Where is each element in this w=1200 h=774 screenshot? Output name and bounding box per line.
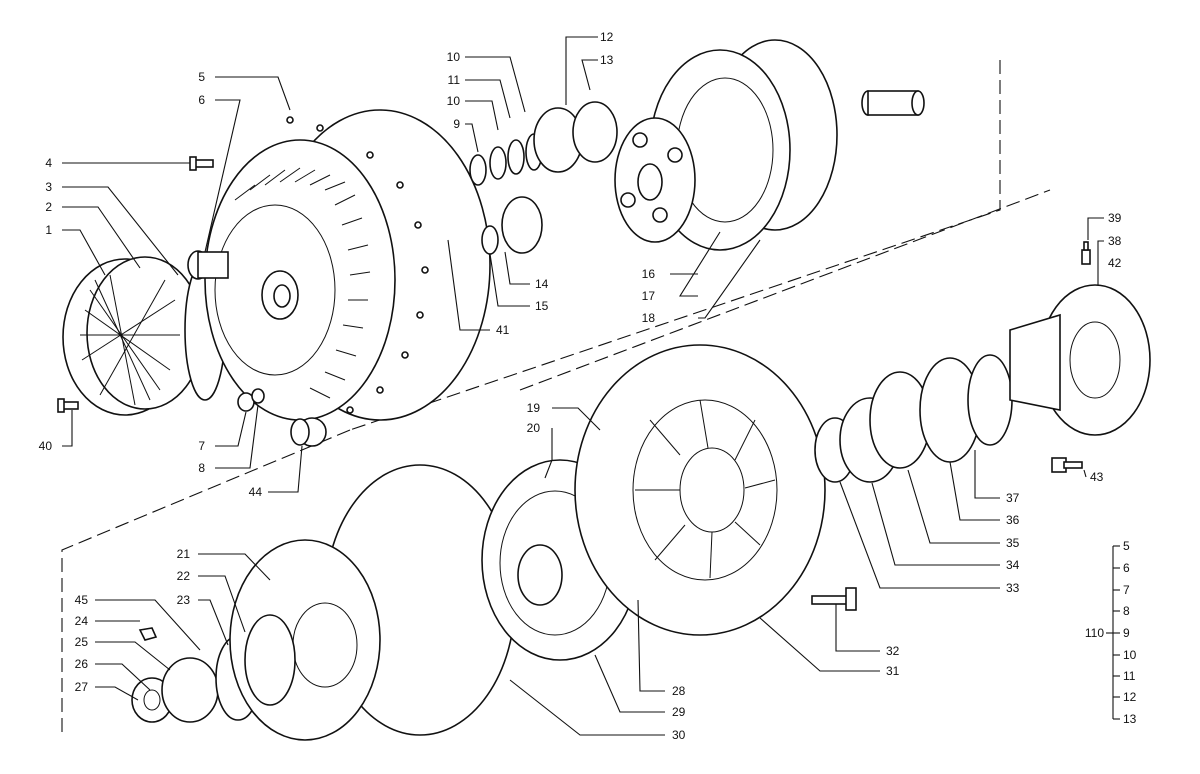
callout-43: 43 [1090,470,1104,484]
part-stud-8 [251,388,265,404]
callout-29: 29 [672,705,686,719]
callout-37: 37 [1006,491,1020,505]
group-item-12: 12 [1123,690,1137,704]
part-wheel-hub-31 [574,344,826,636]
callout-27: 27 [75,680,89,694]
callout-4: 4 [45,156,52,170]
group-item-10: 10 [1123,648,1137,662]
part-bolt-40 [57,398,79,413]
part-planet-gear-stack [469,101,618,255]
leader-lines [62,36,1104,736]
group-item-11: 11 [1123,669,1136,683]
part-grease-nipple-39 [1081,241,1091,265]
part-carrier-ring-gear [614,39,838,251]
callout-33: 33 [1006,581,1020,595]
callout-26: 26 [75,657,89,671]
callout-38: 38 [1108,234,1122,248]
group-item-9: 9 [1123,626,1130,640]
callout-19: 19 [527,401,541,415]
group-item-13: 13 [1123,712,1137,726]
lower-boundary-line [61,429,351,735]
callout-44: 44 [249,485,263,499]
callout-18: 18 [642,311,656,325]
callout-10a: 10 [447,50,461,64]
part-spindle-38 [1009,284,1151,436]
callout-labels: 1 2 3 4 5 6 7 8 9 10 10 11 12 13 14 15 1… [39,30,1122,742]
callout-22: 22 [177,569,191,583]
callout-12: 12 [600,30,614,44]
callout-23: 23 [177,593,191,607]
callout-15: 15 [535,299,549,313]
group-item-6: 6 [1123,561,1130,575]
callout-28: 28 [672,684,686,698]
callout-32: 32 [886,644,900,658]
callout-45: 45 [75,593,89,607]
callout-2: 2 [45,200,52,214]
part-hub-drum [229,464,516,741]
callout-39: 39 [1108,211,1122,225]
group-list: 110 5 6 7 8 9 10 11 12 13 [1085,539,1137,726]
callout-21: 21 [177,547,191,561]
callout-30: 30 [672,728,686,742]
callout-40: 40 [39,439,53,453]
callout-35: 35 [1006,536,1020,550]
part-bushing-44 [290,417,327,447]
callout-1: 1 [45,223,52,237]
callout-16: 16 [642,267,656,281]
part-pin-6 [187,250,229,280]
callout-25: 25 [75,635,89,649]
group-item-5: 5 [1123,539,1130,553]
part-ring-37 [967,354,1013,446]
callout-11: 11 [448,73,461,87]
callout-8: 8 [198,461,205,475]
callout-20: 20 [527,421,541,435]
callout-7: 7 [198,439,205,453]
upper-boundary-line [349,60,1001,431]
callout-17: 17 [642,289,656,303]
right-boundary-line [519,189,1051,391]
callout-9: 9 [453,117,460,131]
callout-41: 41 [496,323,510,337]
part-key-24 [138,627,158,641]
callout-3: 3 [45,180,52,194]
callout-10b: 10 [447,94,461,108]
callout-14: 14 [535,277,549,291]
callout-13: 13 [600,53,614,67]
group-item-8: 8 [1123,604,1130,618]
part-housing-upper [204,109,491,421]
callout-31: 31 [886,664,900,678]
part-bolt-32 [811,587,857,611]
callout-36: 36 [1006,513,1020,527]
part-shaft-upper [861,90,925,116]
part-bolt-43 [1051,457,1083,473]
callout-5: 5 [198,70,205,84]
group-parent-110: 110 [1085,626,1104,640]
callout-34: 34 [1006,558,1020,572]
callout-6: 6 [198,93,205,107]
group-bracket [1106,545,1120,720]
callout-42: 42 [1108,256,1122,270]
group-item-7: 7 [1123,583,1130,597]
part-bolt-4 [189,156,214,171]
part-bearing-26 [161,657,219,723]
callout-24: 24 [75,614,89,628]
part-cover-finned [62,256,204,416]
